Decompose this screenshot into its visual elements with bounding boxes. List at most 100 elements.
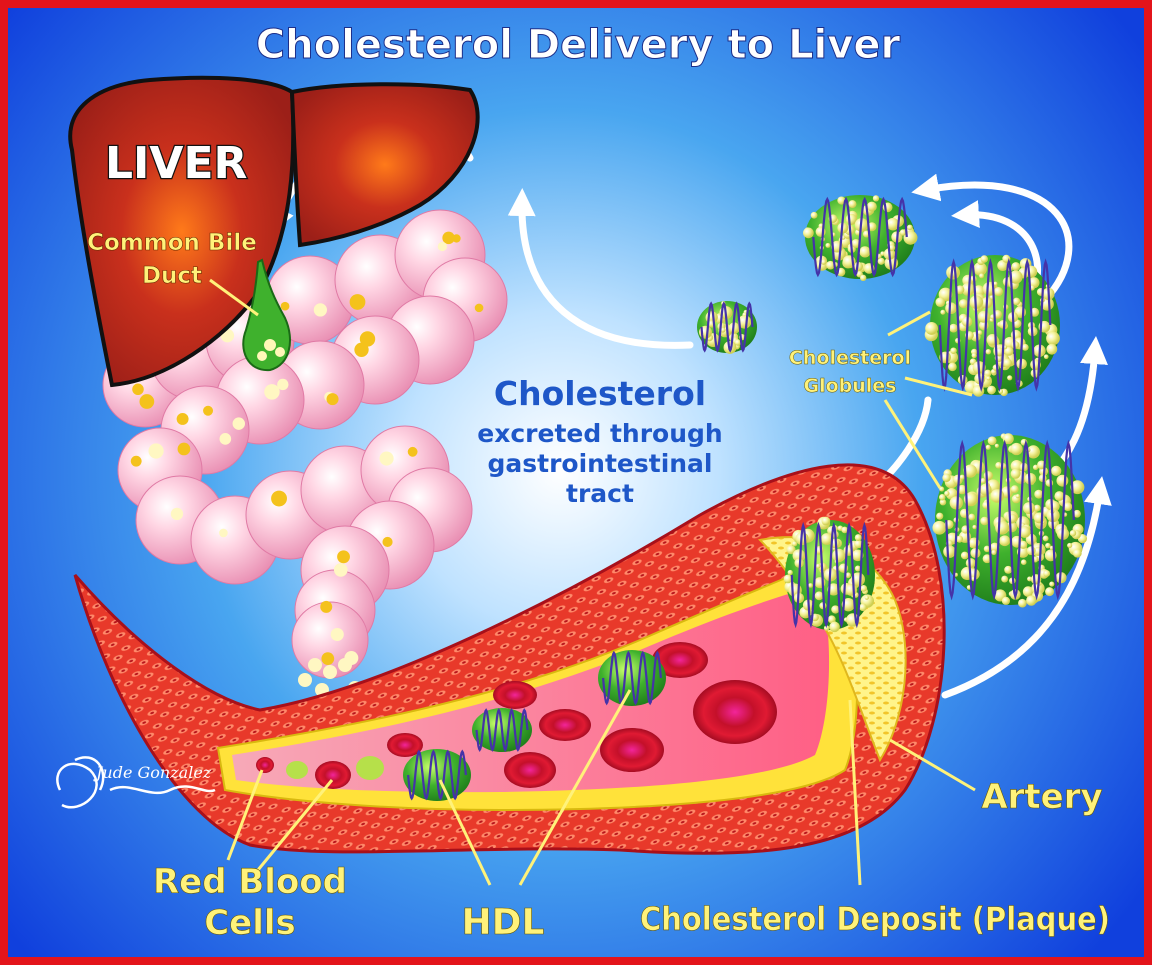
red-blood-cell <box>693 680 777 744</box>
cholesterol-droplet <box>993 287 1003 297</box>
excreted-cholesterol <box>132 383 144 396</box>
cholesterol-droplet <box>907 224 913 231</box>
liver <box>68 75 480 388</box>
cholesterol-droplet <box>786 545 796 555</box>
excreted-cholesterol <box>219 433 232 445</box>
excreted-cholesterol <box>442 231 455 245</box>
callout-rbc-2 <box>256 779 334 871</box>
cholesterol-droplet <box>1043 570 1051 577</box>
cholesterol-droplet <box>945 302 957 315</box>
cholesterol-droplet <box>859 603 867 612</box>
cholesterol-droplet <box>1022 586 1034 597</box>
cholesterol-droplet <box>860 274 867 282</box>
cholesterol-droplet <box>899 229 907 236</box>
cholesterol-droplet <box>1010 485 1019 494</box>
cholesterol-droplet <box>980 477 986 484</box>
red-blood-cell <box>652 642 708 678</box>
cholesterol-droplet <box>837 196 846 205</box>
cholesterol-droplet <box>815 563 821 569</box>
cholesterol-droplet <box>983 545 991 553</box>
callout-plaque <box>848 699 862 886</box>
cholesterol-droplet <box>939 494 946 501</box>
cholesterol-droplet <box>935 297 946 307</box>
cholesterol-droplet <box>1026 445 1040 459</box>
callout-globule-low <box>883 399 942 489</box>
cholesterol-droplet <box>970 547 981 559</box>
cholesterol-droplet <box>985 348 992 355</box>
globule-leaving-artery <box>783 516 875 633</box>
excreted-cholesterol <box>148 443 164 459</box>
cholesterol-droplet <box>971 352 977 359</box>
cholesterol-droplet <box>1072 548 1082 558</box>
cholesterol-droplet <box>820 533 833 545</box>
cholesterol-droplet <box>1004 565 1013 574</box>
cholesterol-droplet <box>823 625 830 631</box>
excreted-cholesterol <box>219 528 228 538</box>
cholesterol-droplet <box>968 513 976 521</box>
cholesterol-droplet <box>944 490 950 497</box>
protein-coil <box>945 439 1075 601</box>
cholesterol-droplet <box>1070 480 1085 495</box>
cholesterol-droplet <box>1001 596 1011 605</box>
cholesterol-droplet <box>1063 502 1073 512</box>
cholesterol-droplet <box>1043 354 1049 360</box>
cholesterol-droplet <box>1018 598 1027 608</box>
cholesterol-droplet <box>1026 546 1036 556</box>
cholesterol-droplet <box>808 583 813 588</box>
cholesterol-droplet <box>982 554 992 564</box>
cholesterol-droplet <box>1007 513 1017 524</box>
cholesterol-droplet <box>940 309 946 315</box>
excreted-cholesterol <box>271 490 287 507</box>
cholesterol-droplet <box>845 572 852 579</box>
cholesterol-droplet <box>972 525 977 530</box>
cholesterol-droplet <box>1006 521 1018 533</box>
callout-lines <box>209 278 976 886</box>
cholesterol-droplet <box>1011 262 1021 271</box>
common-bile-duct <box>242 258 291 372</box>
cholesterol-droplet <box>973 262 987 276</box>
excretion-line1: excreted through <box>477 419 722 448</box>
cholesterol-droplet <box>854 565 861 572</box>
cholesterol-globules <box>697 195 1088 633</box>
cholesterol-droplet <box>1056 474 1069 487</box>
cholesterol-droplet <box>841 526 849 534</box>
excreted-cholesterol <box>337 550 350 564</box>
protein-coil <box>475 708 529 752</box>
cholesterol-droplet <box>1067 542 1073 549</box>
rbc-label-line1: Red Blood <box>153 862 347 902</box>
red-blood-cell <box>600 728 664 772</box>
cholesterol-droplet <box>987 385 996 395</box>
excreted-cholesterol <box>139 394 155 409</box>
cholesterol-droplet <box>994 443 999 448</box>
cholesterol-droplet <box>1004 346 1014 356</box>
excreted-cholesterol <box>437 241 447 252</box>
cholesterol-droplet <box>1073 509 1081 518</box>
protein-coil <box>407 749 467 801</box>
callout-hdl-1 <box>438 779 492 886</box>
cholesterol-droplet <box>1015 494 1020 499</box>
cholesterol-droplet <box>866 201 877 212</box>
red-blood-cell <box>539 709 591 741</box>
cholesterol-droplet <box>1046 331 1060 346</box>
excreted-cholesterol <box>474 303 484 313</box>
cholesterol-droplet <box>979 483 992 496</box>
cholesterol-droplet <box>864 595 869 600</box>
cholesterol-droplet <box>1051 465 1062 477</box>
excreted-cholesterol <box>203 405 214 416</box>
artery-label: Artery <box>981 777 1102 817</box>
cholesterol-droplet <box>829 621 840 633</box>
cholesterol-droplet <box>993 281 998 286</box>
red-blood-cell <box>256 757 274 773</box>
cholesterol-droplet <box>959 474 965 480</box>
callout-hdl-2 <box>518 689 632 886</box>
cholesterol-droplet <box>958 299 969 309</box>
cholesterol-droplet <box>1069 529 1077 537</box>
excreted-cholesterol <box>264 384 280 400</box>
protein-coil <box>938 258 1052 392</box>
cholesterol-droplet <box>820 259 827 265</box>
arrow-globule-1 <box>911 173 1073 304</box>
cholesterol-droplet <box>1042 535 1049 542</box>
bile-cholesterol <box>275 347 285 357</box>
cholesterol-droplet <box>787 569 793 576</box>
